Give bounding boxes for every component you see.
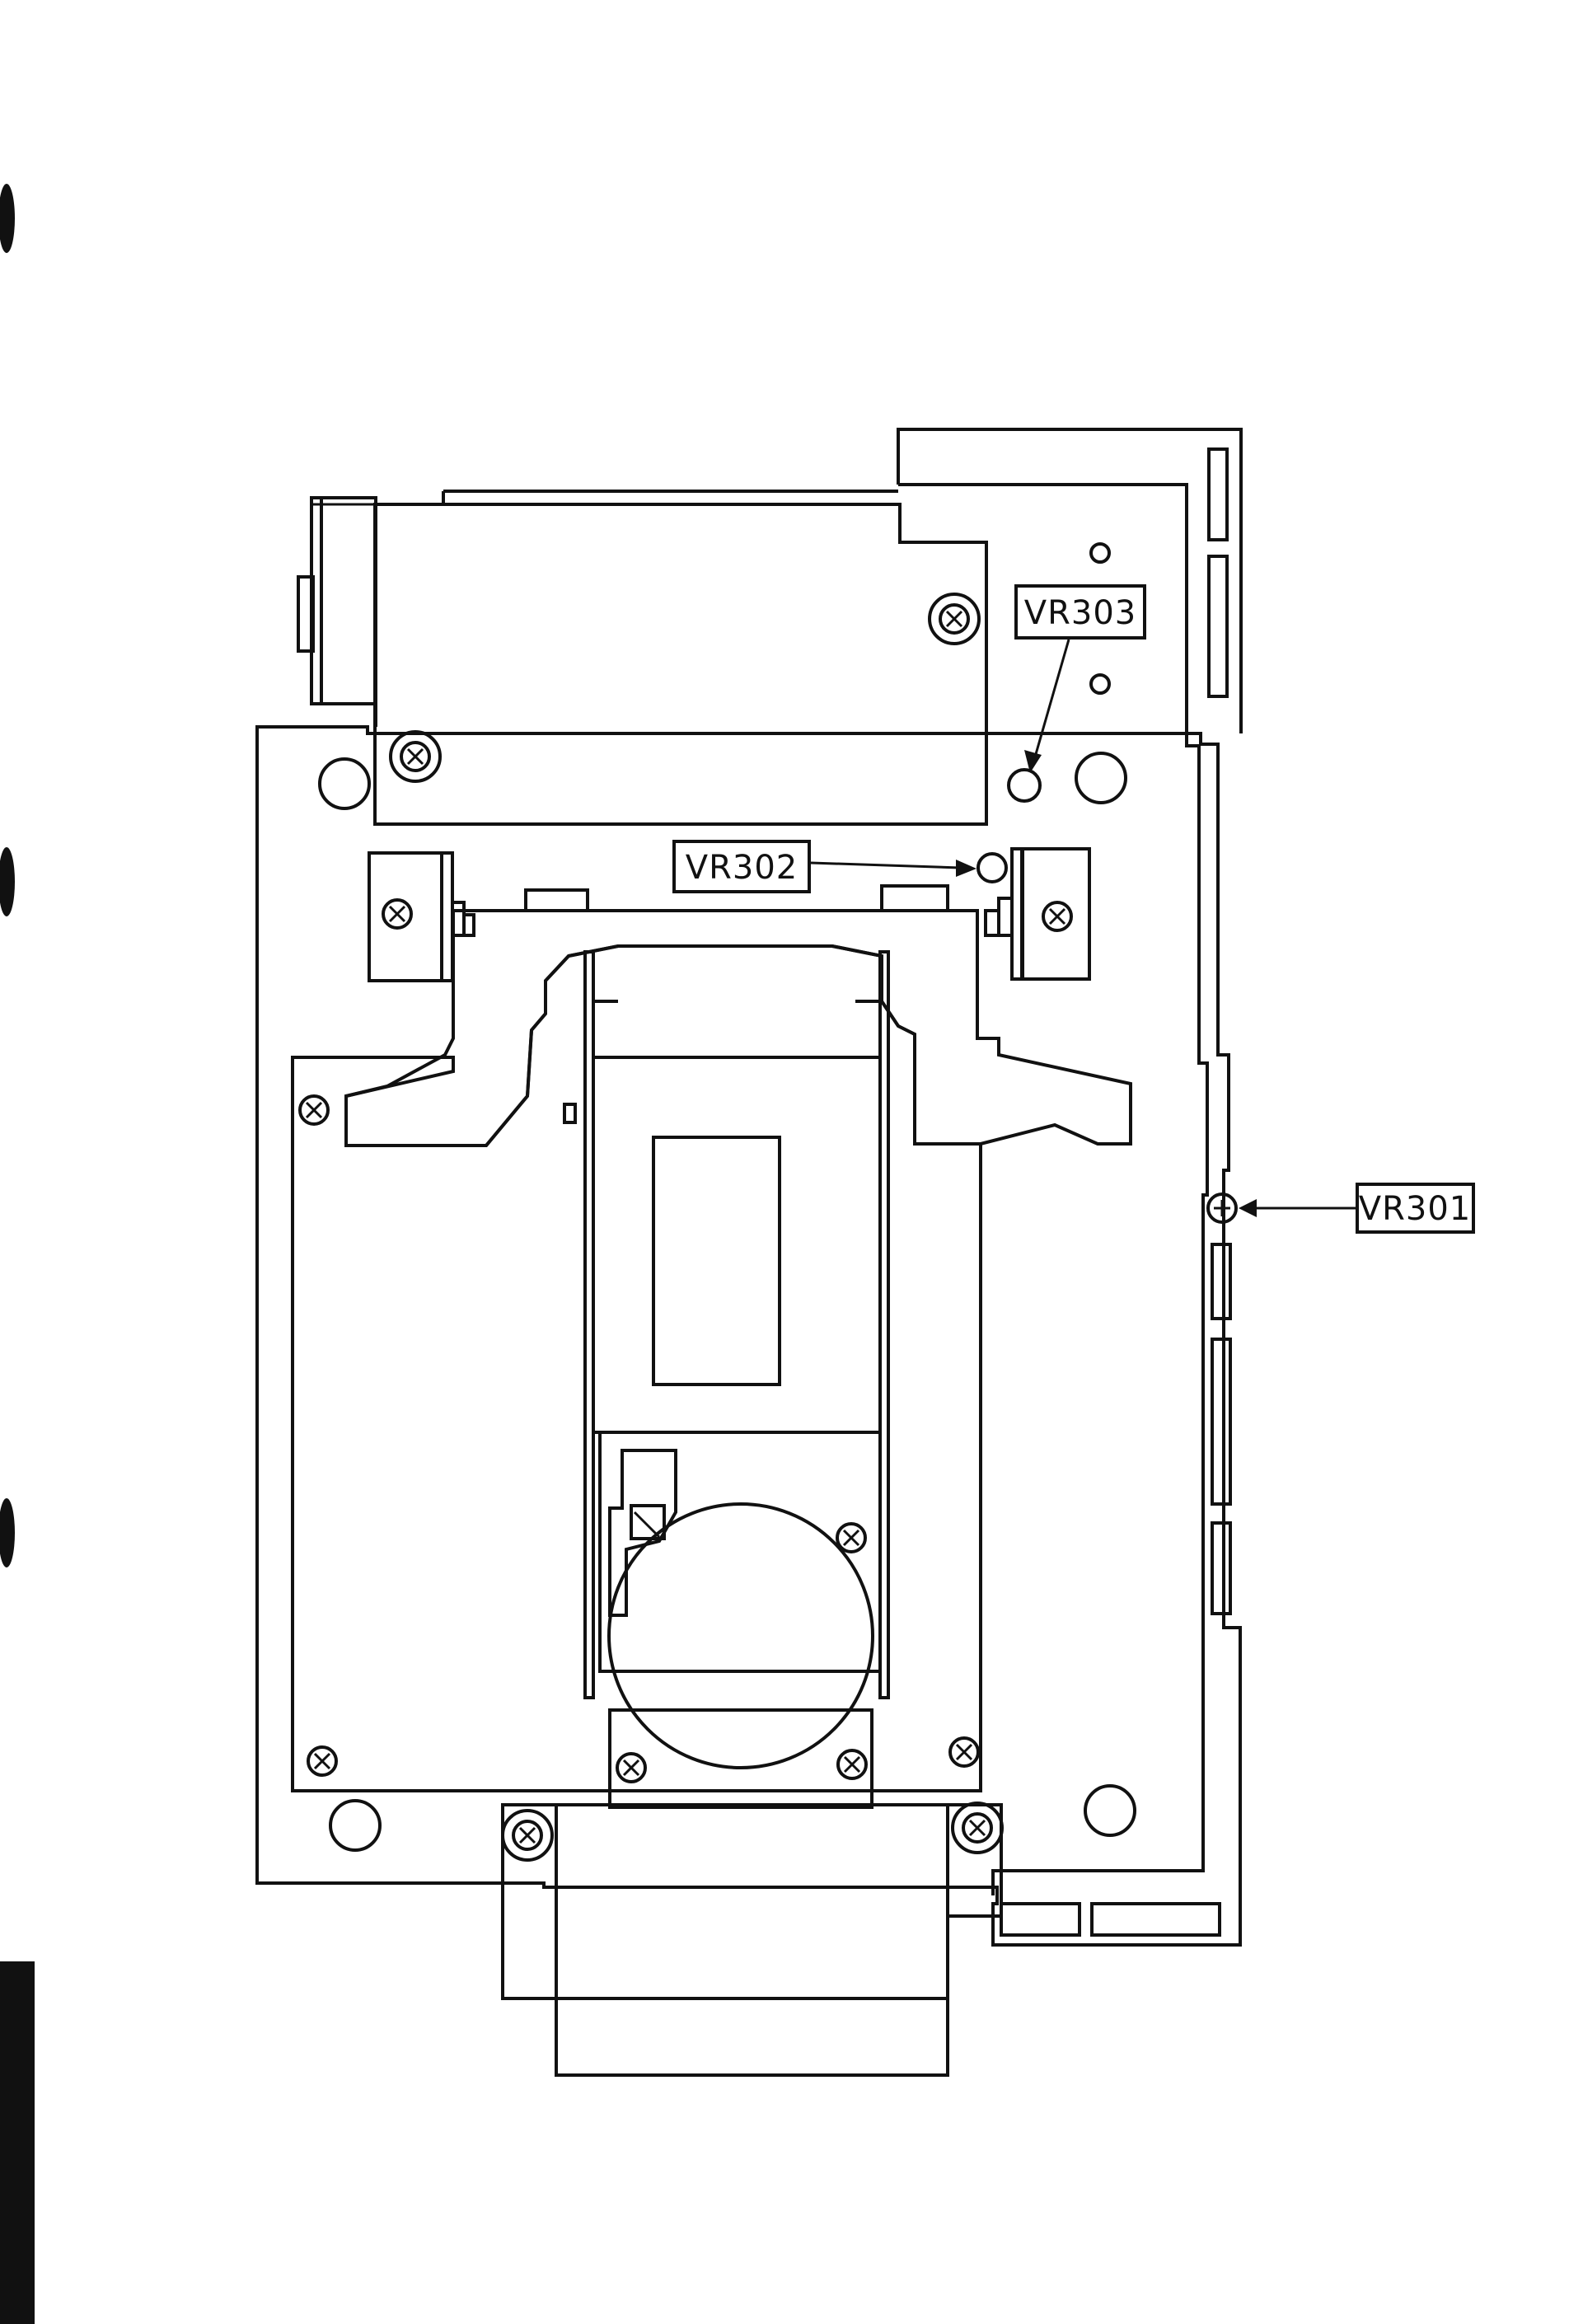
screw-cross-icon (1042, 901, 1073, 932)
vr301-arrowhead (1239, 1199, 1257, 1217)
main-board-outline (255, 725, 1242, 1947)
carriage-tab (880, 884, 949, 912)
binding-hole-mark (0, 1498, 15, 1567)
optical-block (592, 1056, 882, 1434)
screw-cross-icon (951, 1802, 1004, 1854)
left-clamp (368, 851, 443, 982)
connector-slot (1211, 1338, 1232, 1506)
connector-slot (1207, 555, 1229, 698)
right-clamp-pin (997, 897, 1014, 937)
rail-hook (592, 1000, 618, 1014)
lens-arm (608, 1449, 677, 1617)
screw-cross-icon (501, 1809, 554, 1862)
connector-slot (1211, 1243, 1232, 1320)
mounting-hole (318, 757, 371, 810)
connector-slot (1211, 1521, 1232, 1615)
vr303-leader (1033, 639, 1070, 761)
screw-cross-icon (836, 1749, 868, 1780)
screw-cross-icon (298, 1094, 330, 1126)
lens-clip (630, 1504, 666, 1540)
screw-cross-icon (948, 1736, 980, 1768)
scan-shadow (0, 1961, 35, 2324)
lens-holder (598, 1431, 882, 1673)
screw-cross-icon (389, 730, 442, 783)
connector-slot (1090, 1902, 1221, 1937)
mounting-hole (1084, 1784, 1136, 1837)
vr302-leader (810, 861, 961, 869)
lens-clip-line (633, 1511, 661, 1539)
rail-hook (855, 1000, 882, 1014)
mounting-hole (329, 1799, 382, 1852)
carriage-tab (524, 888, 589, 912)
top-right-section (897, 428, 1243, 733)
vr302-arrowhead (956, 860, 976, 877)
screw-cross-icon (928, 593, 981, 645)
vr303-label-box (1014, 584, 1146, 640)
vr301-potentiometer-icon (1206, 1192, 1238, 1224)
screw-cross-icon (616, 1752, 647, 1783)
optical-window (652, 1136, 781, 1386)
rail-stop (563, 1103, 577, 1124)
vr303-label: VR303 (1024, 594, 1137, 632)
inner-board-outline (898, 483, 1209, 1895)
top-shield-module (373, 503, 988, 826)
left-bracket-tab (297, 575, 315, 653)
vr302-label: VR302 (686, 849, 799, 887)
right-clamp-pin (984, 909, 1000, 937)
mounting-hole (1075, 752, 1127, 804)
bottom-motor-bracket (501, 1803, 1003, 2077)
vr303-arrowhead (1024, 750, 1042, 773)
binding-hole-mark (0, 184, 15, 253)
vr301-label-box (1356, 1183, 1475, 1234)
vr303-potentiometer-icon (1007, 768, 1042, 803)
binding-hole-mark (0, 847, 15, 916)
vr301-label: VR301 (1359, 1190, 1472, 1228)
screw-cross-icon (382, 898, 413, 930)
test-hole (1089, 673, 1111, 695)
vr302-label-box (672, 840, 811, 893)
left-clamp-pin (462, 913, 475, 937)
screw-cross-icon (307, 1745, 338, 1777)
screw-cross-icon (836, 1522, 867, 1553)
connector-slot (1207, 447, 1229, 541)
objective-lens (607, 1502, 874, 1769)
connector-slot (1000, 1902, 1081, 1937)
vr302-potentiometer-icon (976, 852, 1008, 883)
lens-base (608, 1708, 873, 1809)
lower-pcb (291, 944, 982, 1792)
test-hole (1089, 542, 1111, 564)
